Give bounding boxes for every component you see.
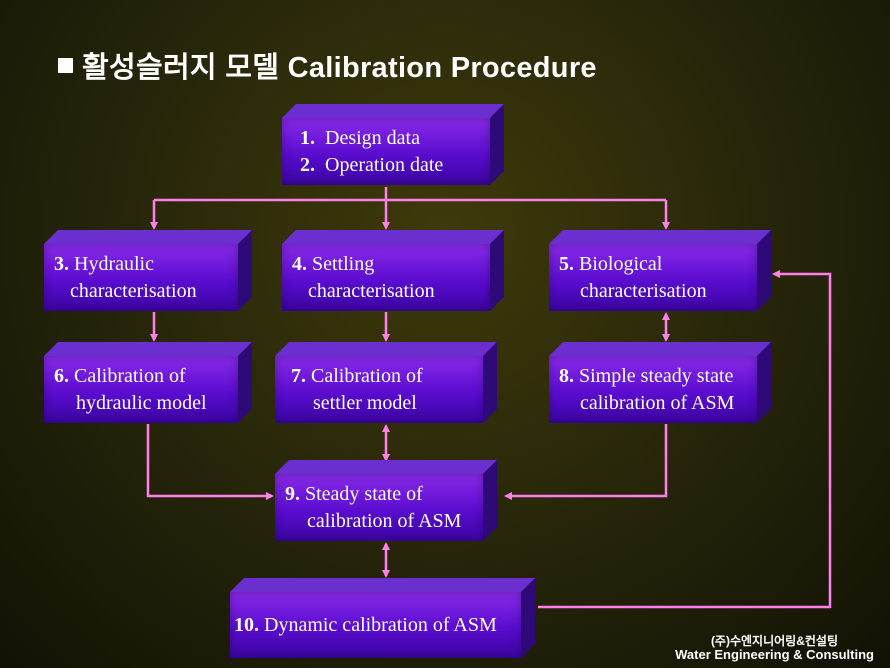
node-8-line1: Simple steady state xyxy=(579,364,734,387)
node-3-line1: Hydraulic xyxy=(74,252,154,275)
node-5-biological-characterisation: 5. Biological characterisation xyxy=(549,244,757,311)
connector-10-5-feedback xyxy=(538,270,832,609)
node-10-dynamic-calibration: 10. Dynamic calibration of ASM xyxy=(230,592,521,658)
node-9-line1: Steady state of xyxy=(305,482,423,505)
node-9-steady-state-calibration: 9. Steady state of calibration of ASM xyxy=(275,474,483,541)
company-name-english: Water Engineering & Consulting xyxy=(675,647,874,662)
node-1-number: 1. xyxy=(300,126,315,149)
node-3-line2: characterisation xyxy=(70,279,197,302)
node-6-calibration-hydraulic-model: 6. Calibration of hydraulic model xyxy=(44,356,238,423)
node-4-line1: Settling xyxy=(312,252,375,275)
page-title: 활성슬러지 모델 Calibration Procedure xyxy=(58,44,597,86)
node-7-line1: Calibration of xyxy=(311,364,423,387)
node-3-hydraulic-characterisation: 3. Hydraulic characterisation xyxy=(44,244,238,311)
node-10-number: 10. xyxy=(234,613,259,636)
node-5-number: 5. xyxy=(559,252,574,275)
node-4-settling-characterisation: 4. Settling characterisation xyxy=(282,244,490,311)
node-10-line1: Dynamic calibration of ASM xyxy=(264,613,497,636)
node-9-line2: calibration of ASM xyxy=(307,509,462,532)
node-7-number: 7. xyxy=(291,364,306,387)
connector-6-9 xyxy=(146,424,274,500)
connector-8-9 xyxy=(504,424,668,500)
node-3-number: 3. xyxy=(54,252,69,275)
company-name-korean: (주)수엔지니어링&컨설팅 xyxy=(710,634,838,648)
node-6-number: 6. xyxy=(54,364,69,387)
page-title-text: 활성슬러지 모델 Calibration Procedure xyxy=(82,52,597,84)
node-8-simple-steady-state: 8. Simple steady state calibration of AS… xyxy=(549,356,757,423)
node-6-line1: Calibration of xyxy=(74,364,186,387)
node-8-line2: calibration of ASM xyxy=(580,391,735,414)
node-5-line2: characterisation xyxy=(580,279,707,302)
node-7-calibration-settler-model: 7. Calibration of settler model xyxy=(275,356,483,423)
node-8-number: 8. xyxy=(559,364,574,387)
node-1-text: Design data xyxy=(325,126,420,149)
node-4-line2: characterisation xyxy=(308,279,435,302)
node-1-design-operation-data: 1. Design data 2. Operation date xyxy=(282,118,490,185)
node-9-number: 9. xyxy=(285,482,300,505)
node-7-line2: settler model xyxy=(313,391,417,414)
node-4-number: 4. xyxy=(292,252,307,275)
node-2-text: Operation date xyxy=(325,153,444,176)
node-5-line1: Biological xyxy=(579,252,663,275)
node-6-line2: hydraulic model xyxy=(76,391,207,414)
node-2-number: 2. xyxy=(300,153,315,176)
square-bullet-icon xyxy=(58,58,73,73)
